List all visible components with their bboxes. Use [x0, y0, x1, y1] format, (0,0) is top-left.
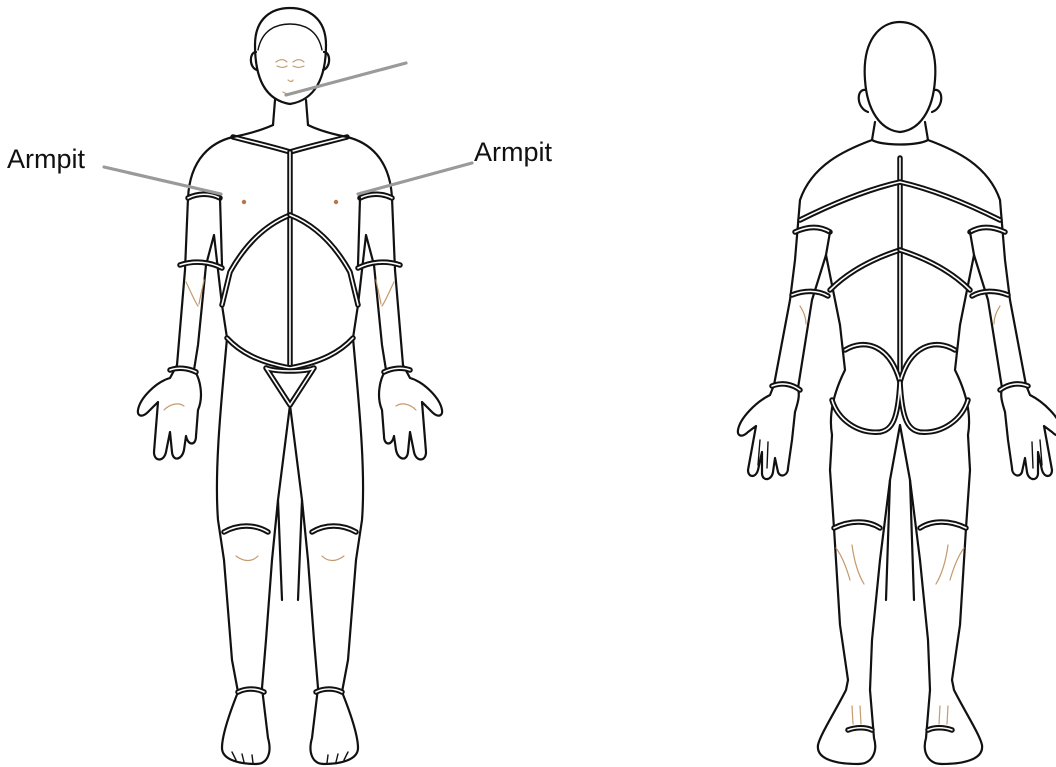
armpit-left-label: Armpit [7, 146, 85, 173]
front-body-figure-icon [138, 8, 442, 764]
back-body-figure-icon [738, 22, 1056, 764]
armpit-left-leader-line [104, 167, 221, 194]
face-leader-line [286, 63, 406, 95]
armpit-right-label: Armpit [474, 139, 552, 166]
armpit-right-leader-line [358, 163, 472, 194]
